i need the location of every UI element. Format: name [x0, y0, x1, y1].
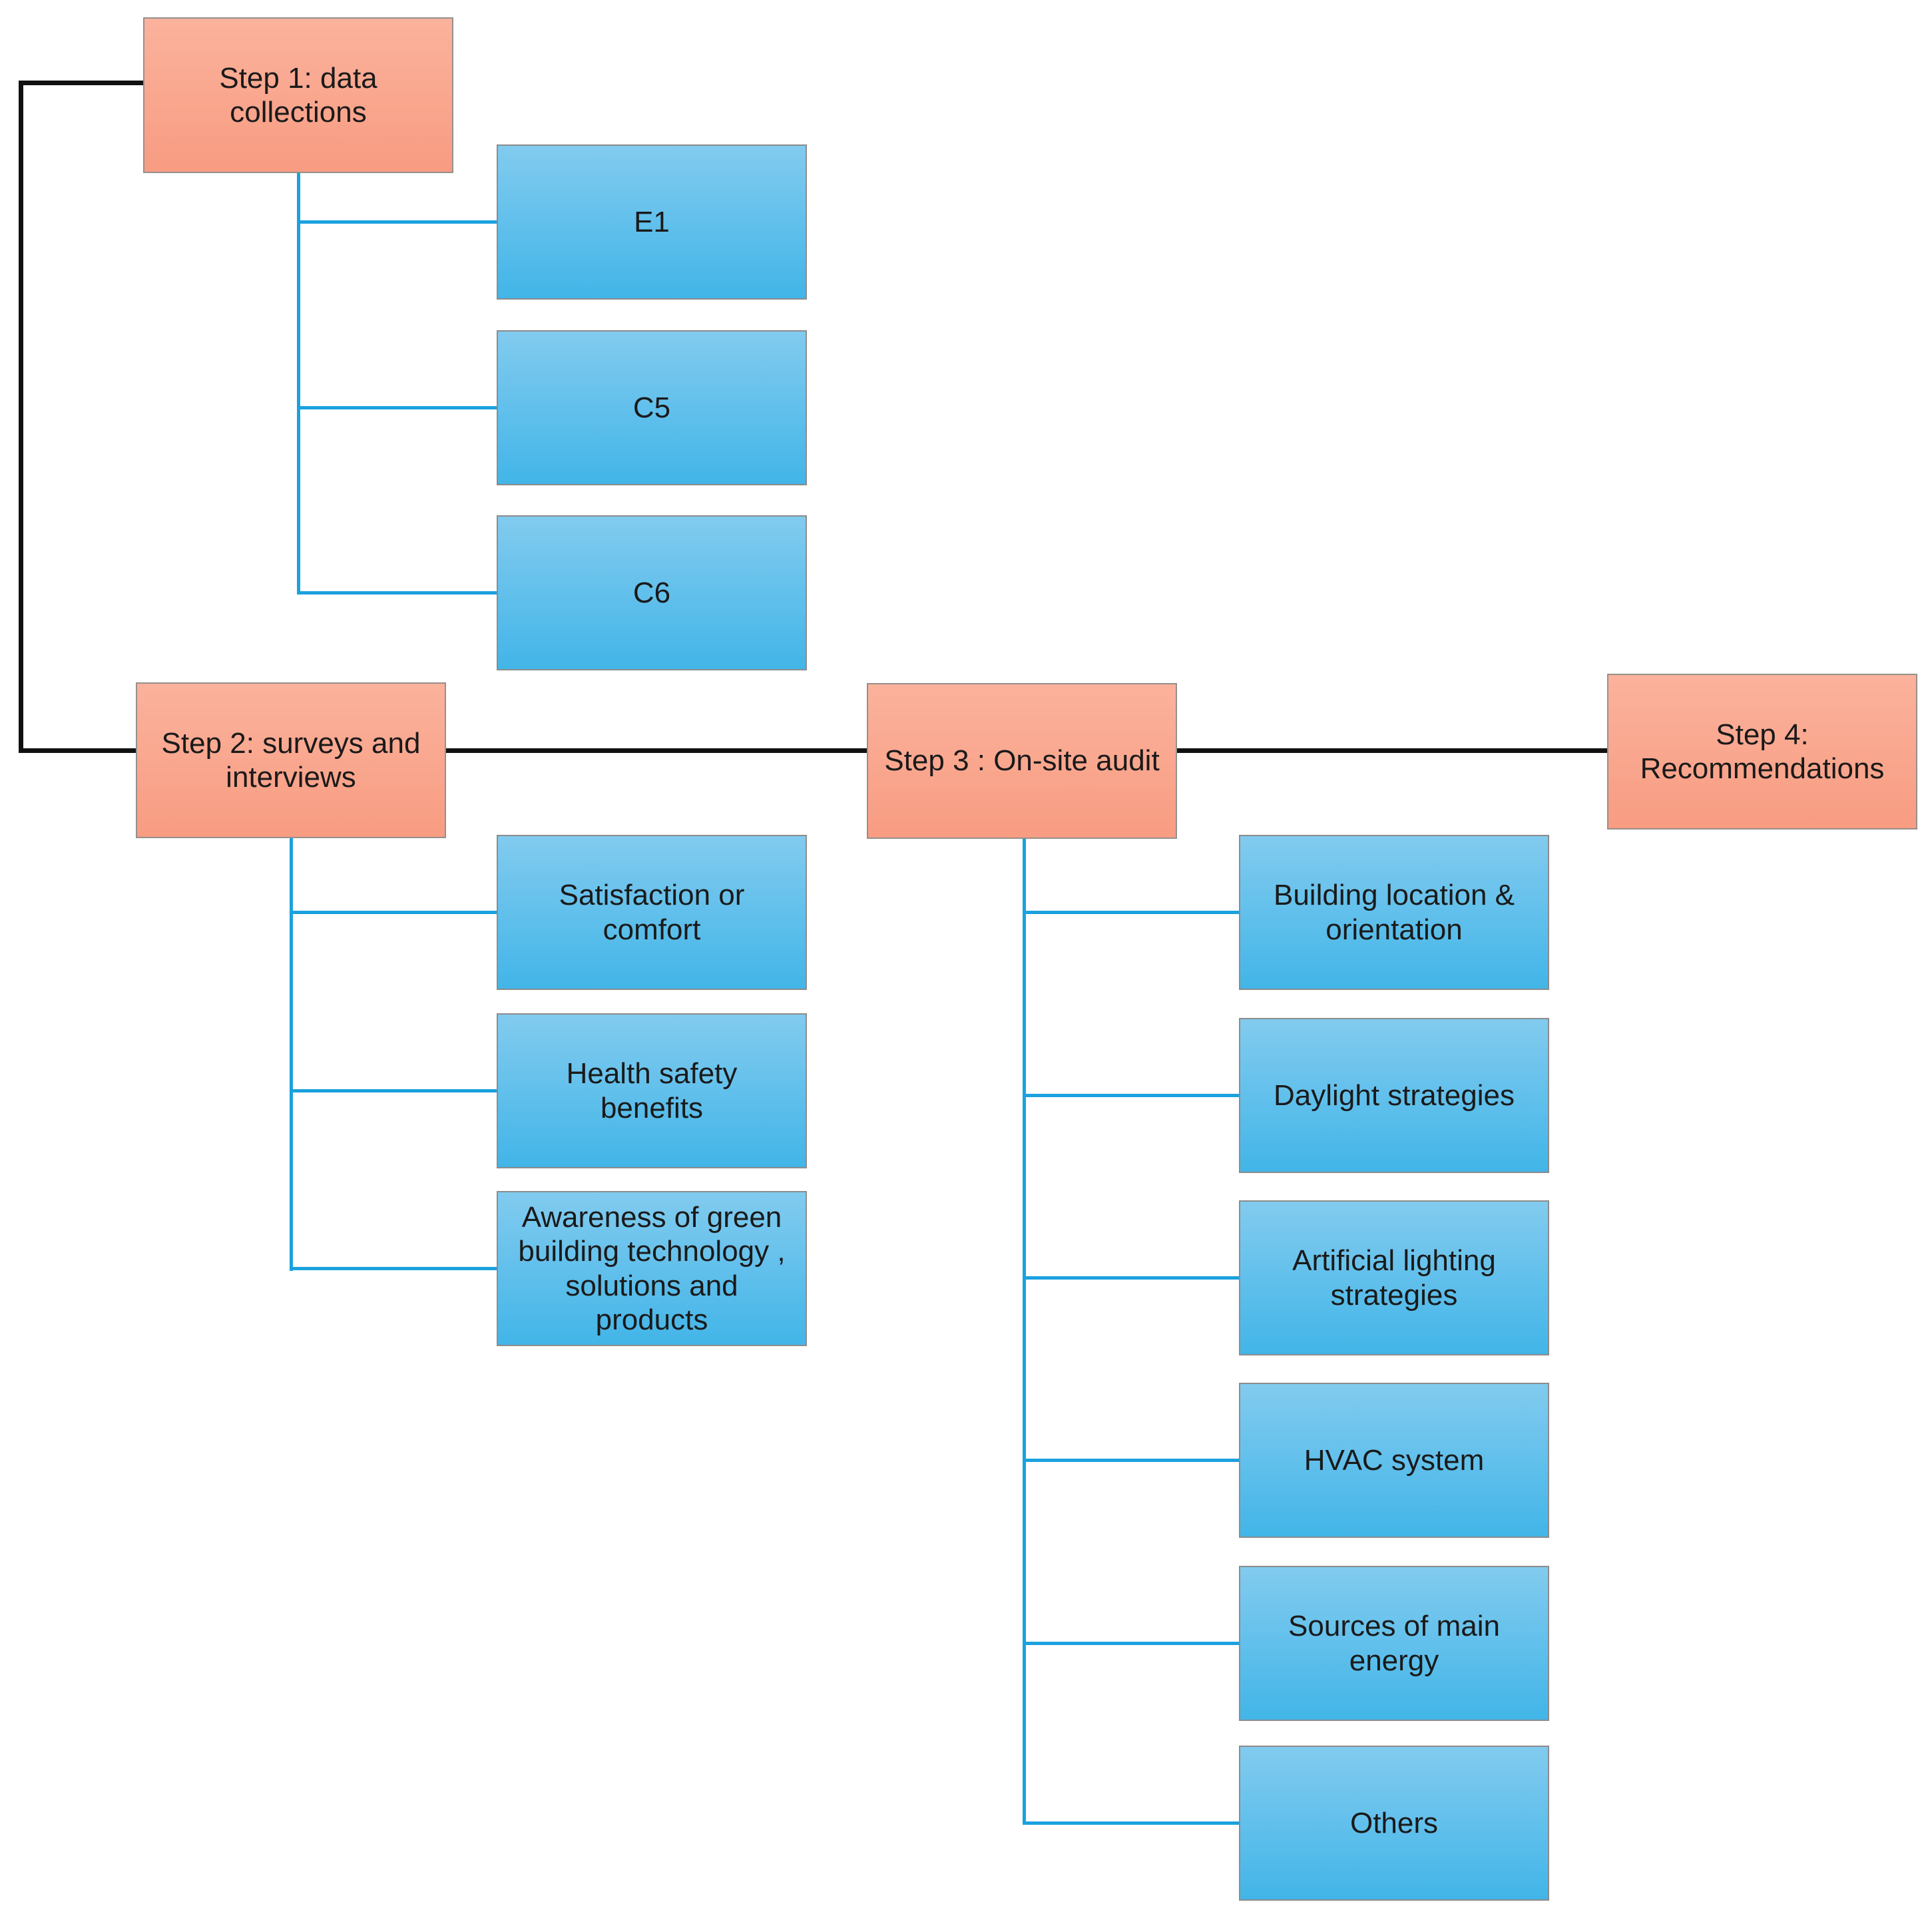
node-e1: E1 [497, 144, 807, 300]
branch-step3-sources [1023, 1642, 1239, 1645]
node-satisfaction-label: Satisfaction or comfort [559, 879, 745, 946]
node-c6: C6 [497, 515, 807, 670]
node-awareness: Awareness of green building technology ,… [497, 1191, 807, 1346]
branch-step2-health [290, 1089, 497, 1092]
node-building: Building location & orientation [1239, 835, 1549, 990]
node-step2-label: Step 2: surveys and interviews [161, 726, 421, 794]
node-step1-label: Step 1: data collections [219, 61, 377, 128]
node-others-label: Others [1349, 1806, 1439, 1839]
node-hvac: HVAC system [1239, 1383, 1549, 1538]
branch-step2-satisfaction [290, 911, 497, 914]
node-e1-label: E1 [634, 205, 670, 238]
connector-step3-step4 [1177, 748, 1607, 753]
node-step3: Step 3 : On-site audit [867, 683, 1177, 839]
connector-step2-step3 [446, 748, 867, 753]
node-step4-label: Step 4: Recommendations [1640, 718, 1885, 785]
node-daylight: Daylight strategies [1239, 1018, 1549, 1173]
node-artificial: Artificial lighting strategies [1239, 1200, 1549, 1355]
node-step3-label: Step 3 : On-site audit [884, 744, 1160, 778]
branch-step1-c5 [297, 406, 497, 409]
node-step4: Step 4: Recommendations [1607, 674, 1917, 830]
node-health: Health safety benefits [497, 1013, 807, 1168]
node-sources: Sources of main energy [1239, 1566, 1549, 1721]
branch-step3-hvac [1023, 1459, 1239, 1462]
node-hvac-label: HVAC system [1304, 1443, 1485, 1477]
branch-step3-building [1023, 911, 1239, 914]
node-c5-label: C5 [632, 391, 671, 424]
node-awareness-label: Awareness of green building technology ,… [518, 1201, 786, 1336]
node-satisfaction: Satisfaction or comfort [497, 835, 807, 990]
branch-step1-e1 [297, 220, 497, 224]
branch-step2-awareness [290, 1267, 497, 1270]
branch-step1-c6 [297, 591, 497, 595]
node-daylight-label: Daylight strategies [1274, 1079, 1515, 1112]
branch-step3-vertical [1023, 839, 1026, 1825]
node-sources-label: Sources of main energy [1288, 1610, 1500, 1677]
branch-step3-daylight [1023, 1094, 1239, 1097]
connector-step2-horizontal [19, 748, 136, 753]
branch-step1-vertical [297, 173, 300, 595]
branch-step3-artificial [1023, 1276, 1239, 1280]
node-c5: C5 [497, 330, 807, 485]
node-health-label: Health safety benefits [566, 1057, 738, 1124]
node-step1: Step 1: data collections [143, 17, 453, 173]
branch-step3-others [1023, 1821, 1239, 1825]
node-others: Others [1239, 1746, 1549, 1901]
node-c6-label: C6 [632, 576, 671, 609]
branch-step2-vertical [290, 838, 293, 1271]
node-step2: Step 2: surveys and interviews [136, 682, 446, 838]
connector-step1-horizontal [19, 81, 143, 85]
connector-step1-step2-vertical [19, 81, 23, 753]
node-building-label: Building location & orientation [1273, 879, 1515, 946]
node-artificial-label: Artificial lighting strategies [1292, 1244, 1496, 1312]
